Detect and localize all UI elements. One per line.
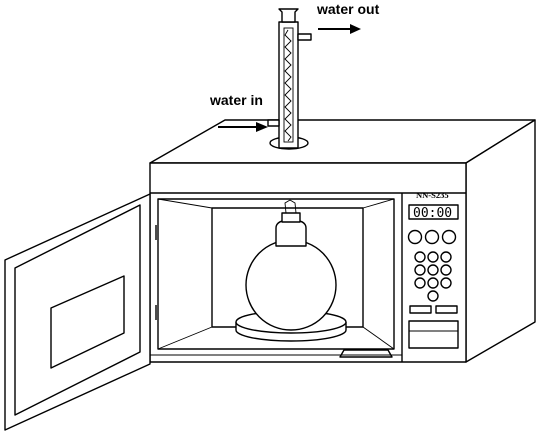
keypad-button[interactable] <box>427 264 439 276</box>
right-arrow-icon <box>218 122 268 132</box>
water-in-label: water in <box>209 92 263 108</box>
oven-door <box>4 193 151 431</box>
stop-button[interactable] <box>435 305 458 314</box>
panel-button[interactable] <box>407 229 423 245</box>
keypad-button[interactable] <box>440 277 452 289</box>
display-readout: 00:00 <box>413 206 452 221</box>
model-label: NN-S235 <box>416 190 449 200</box>
display-window <box>408 204 459 220</box>
panel-button[interactable] <box>424 229 440 245</box>
keypad-button[interactable] <box>427 277 439 289</box>
oven-side-face <box>465 119 536 363</box>
control-panel: NN-S235 00:00 <box>407 190 459 349</box>
keypad-button[interactable] <box>427 251 439 263</box>
right-arrow-icon <box>318 24 361 34</box>
water-out-label: water out <box>316 1 380 17</box>
door-latch <box>339 349 393 358</box>
keypad-button[interactable] <box>440 264 452 276</box>
start-button[interactable] <box>409 305 432 314</box>
reflux-condenser-icon <box>267 8 312 149</box>
panel-button[interactable] <box>441 229 457 245</box>
microwave-oven <box>149 119 536 363</box>
door-window <box>50 275 125 369</box>
keypad-button[interactable] <box>427 290 439 302</box>
oven-cavity <box>157 198 395 350</box>
door-open-button[interactable] <box>408 320 459 349</box>
keypad-button[interactable] <box>414 277 426 289</box>
keypad-button[interactable] <box>440 251 452 263</box>
round-bottom-flask-icon <box>245 199 337 331</box>
keypad-button[interactable] <box>414 251 426 263</box>
keypad-button[interactable] <box>414 264 426 276</box>
